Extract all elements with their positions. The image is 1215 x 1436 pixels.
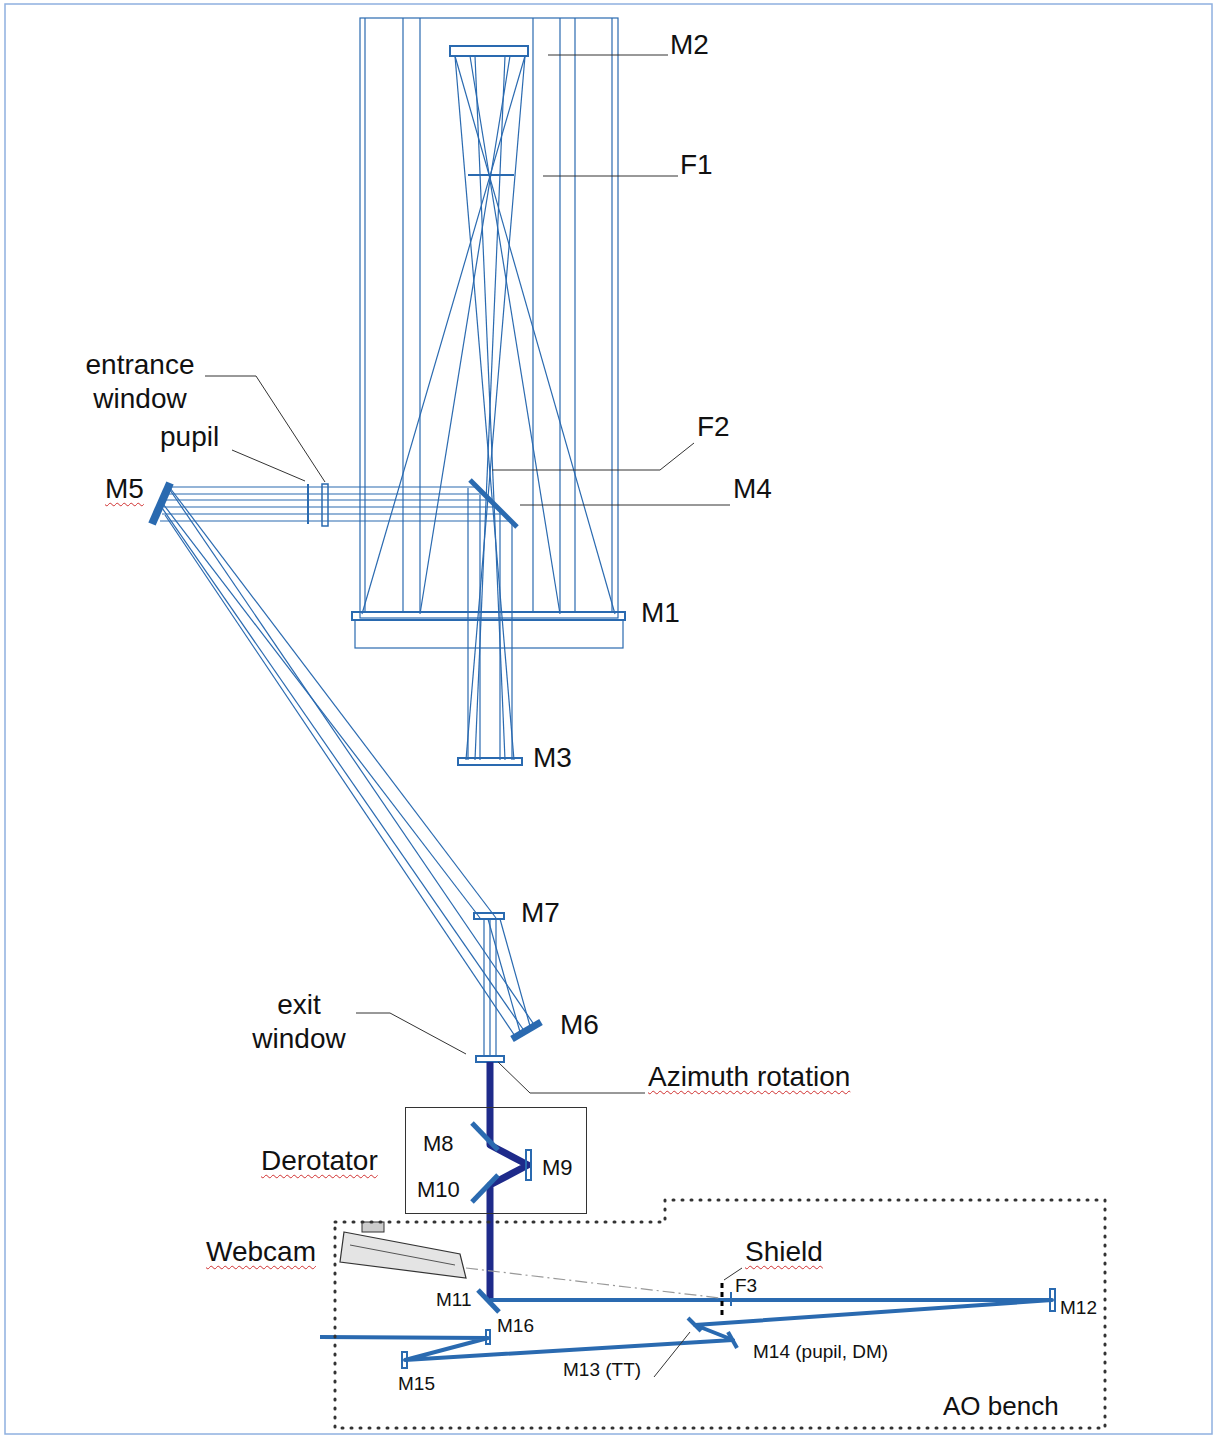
derotator-box: DerotatorM8M10M9 [405,1107,587,1214]
ao-bench-region: AO bench [335,1200,1105,1428]
mirror-label: M5 [105,474,144,505]
pupil-label: pupil [160,422,219,453]
focus-label: F2 [697,412,730,443]
mirror-label: M12 [1060,1298,1097,1319]
rotation-label: Azimuth rotation [648,1062,850,1093]
mirror-label: M13 (TT) [563,1360,641,1381]
mirror-label: M2 [670,30,709,61]
mirror-label: M8 [423,1132,454,1156]
mirror-label: M3 [533,743,572,774]
mirror-label: M6 [560,1010,599,1041]
window-label: entrance window [74,348,206,415]
box-title: Derotator [261,1146,378,1177]
shield-label: Shield [745,1237,823,1268]
mirror-label: M14 (pupil, DM) [753,1342,888,1363]
box-title: AO bench [943,1392,1059,1421]
focus-label: F3 [735,1276,757,1297]
mirror-label: M7 [521,898,560,929]
mirror-label: M10 [417,1178,460,1202]
mirror-label: M1 [641,598,680,629]
mirror-label: M9 [542,1156,573,1180]
mirror-label: M4 [733,474,772,505]
mirror-label: M15 [398,1374,435,1395]
window-label: exit window [238,988,360,1055]
camera-label: Webcam [206,1237,316,1268]
mirror-label: M16 [497,1316,534,1337]
mirror-label: M11 [436,1290,472,1311]
focus-label: F1 [680,150,713,181]
